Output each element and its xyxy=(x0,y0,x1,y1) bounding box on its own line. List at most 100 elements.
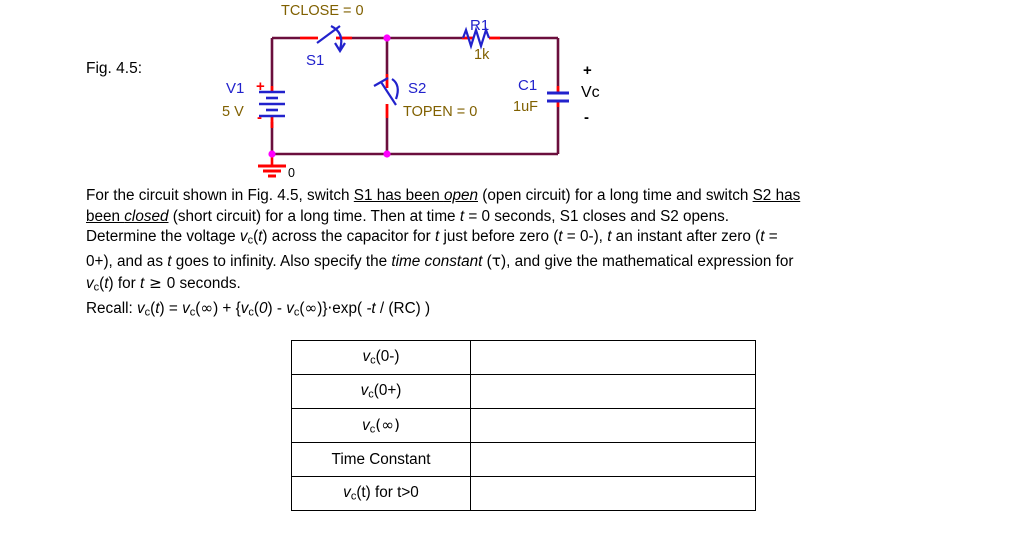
table-row-label: vc(0-) xyxy=(291,340,471,375)
table-row-label: vc(0+) xyxy=(291,374,471,409)
f-v2: v xyxy=(182,299,190,317)
table-row-answer-cell[interactable] xyxy=(470,340,756,375)
table-row: vc(0+) xyxy=(291,374,756,409)
table-row-answer-cell[interactable] xyxy=(470,442,756,477)
line4-var-t: t xyxy=(167,253,172,271)
line2-u-text: been xyxy=(86,207,125,225)
row1-var: v xyxy=(360,382,369,400)
greater-equal-symbol: ≥ xyxy=(144,273,167,292)
line2-u-italic: closed xyxy=(124,207,169,225)
battery-v1-symbol xyxy=(259,90,285,118)
source-v1-minus-sign: - xyxy=(257,109,262,126)
line2-part-a: (short circuit) for a long time. Then at… xyxy=(168,207,460,225)
switch-s2-label: S2 xyxy=(408,80,427,97)
vc-label: Vc xyxy=(581,84,600,101)
row0-rest: (0-) xyxy=(375,348,400,366)
f-p10: exp( xyxy=(332,299,367,317)
line3-part-c: ) across the capacitor for xyxy=(262,228,436,246)
f-p2: ( xyxy=(150,299,156,317)
line5-var-t: t xyxy=(104,274,109,292)
table-row-answer-cell[interactable] xyxy=(470,476,756,511)
table-row: Time Constant xyxy=(291,442,756,477)
tau-symbol: τ xyxy=(491,252,501,271)
topen-label: TOPEN = 0 xyxy=(403,104,478,120)
line3-var-t2: t xyxy=(435,228,440,246)
f-p6: ( xyxy=(253,299,259,317)
line3-part-b: ( xyxy=(253,228,259,246)
line5-part-c: 0 seconds. xyxy=(166,274,241,292)
row0-var: v xyxy=(362,348,371,366)
f-v3: v xyxy=(240,299,249,317)
line2-underline: been closed xyxy=(86,208,169,225)
line3-var-v-sub: c xyxy=(247,234,254,247)
line5-var-v: v xyxy=(86,274,94,292)
f-p5: ) + { xyxy=(213,299,241,317)
resistor-r1-symbol xyxy=(461,26,491,50)
resistor-r1-name: R1 xyxy=(470,17,490,34)
row2-var: v xyxy=(362,416,370,434)
infinity-symbol-2: ∞ xyxy=(304,298,318,317)
circuit-nodes xyxy=(268,34,391,158)
node-top-middle xyxy=(383,34,391,42)
line4-part-b: goes to infinity. Also specify the xyxy=(171,253,392,271)
line1-part-a: For the circuit shown in Fig. 4.5, switc… xyxy=(86,187,354,204)
problem-line-1: For the circuit shown in Fig. 4.5, switc… xyxy=(86,186,986,207)
row1-rest: (0+) xyxy=(373,382,402,400)
table-row: vc(t) for t>0 xyxy=(291,476,756,511)
line3-var-v: v xyxy=(239,228,248,246)
line4-part-a: 0+), and as xyxy=(86,253,168,271)
line5-var-v-sub: c xyxy=(93,281,100,294)
switch-s2-symbol[interactable] xyxy=(373,77,399,106)
line4-part-c: ( xyxy=(482,253,492,271)
circuit-wires xyxy=(270,36,560,156)
f-neg-t: -t xyxy=(366,299,376,317)
row4-rest: (t) for t>0 xyxy=(356,484,419,502)
line5-part-b: ) for xyxy=(108,274,140,292)
table-row-answer-cell[interactable] xyxy=(470,408,756,443)
tclose-label: TCLOSE = 0 xyxy=(281,3,364,19)
table-row-label: Time Constant xyxy=(291,442,471,477)
line3-part-f: an instant after zero ( xyxy=(611,228,761,246)
f-p4: ( xyxy=(195,299,201,317)
table-row-label: vc(∞) xyxy=(291,408,471,443)
f-zero: 0 xyxy=(258,299,268,317)
f-v1: v xyxy=(137,299,145,317)
vc-minus-sign: - xyxy=(584,109,589,126)
problem-line-5: vc(t) for t ≥ 0 seconds. xyxy=(86,273,986,298)
f-p8: ( xyxy=(299,299,305,317)
line1-part-b: (open circuit) for a long time and switc… xyxy=(477,187,753,204)
f-p3: ) = xyxy=(159,299,183,317)
line1-underline-2: S2 has xyxy=(752,187,801,204)
f-p9: )} xyxy=(317,299,328,317)
line2-part-b: = 0 seconds, S1 closes and S2 opens. xyxy=(464,207,729,225)
line2-var-t: t xyxy=(459,207,465,225)
answer-table: vc(0-) vc(0+) vc(∞) Time Constant vc(t) … xyxy=(291,340,756,511)
resistor-r1-value: 1k xyxy=(474,47,490,63)
node-bottom-middle xyxy=(383,150,391,158)
node-bottom-left xyxy=(268,150,276,158)
recall-prefix: Recall: xyxy=(86,299,138,317)
line3-part-e: = 0-), xyxy=(562,228,608,246)
f-v2-sub: c xyxy=(189,306,196,319)
problem-statement: For the circuit shown in Fig. 4.5, switc… xyxy=(86,186,986,323)
line3-part-a: Determine the voltage xyxy=(86,228,240,246)
table-row-answer-cell[interactable] xyxy=(470,374,756,409)
line4-italic-term: time constant xyxy=(391,253,483,271)
row4-var: v xyxy=(343,484,351,502)
vc-plus-sign: + xyxy=(583,62,592,79)
f-t1: t xyxy=(155,299,160,317)
f-p11: / (RC) ) xyxy=(375,299,431,317)
capacitor-c1-symbol xyxy=(547,91,569,103)
f-p7: ) - xyxy=(267,299,287,317)
ground-label: 0 xyxy=(288,166,295,180)
source-v1-name: V1 xyxy=(226,80,245,97)
line1-u1-italic: open xyxy=(443,187,478,204)
table-row: vc(∞) xyxy=(291,408,756,443)
line3-var-t1: t xyxy=(258,228,263,246)
figure-caption-label: Fig. 4.5: xyxy=(86,60,142,77)
row2-rest: (∞) xyxy=(375,415,400,434)
figure-area: Fig. 4.5: xyxy=(0,0,1024,185)
problem-line-2: been closed (short circuit) for a long t… xyxy=(86,207,986,228)
switch-s1-symbol[interactable] xyxy=(316,25,346,54)
